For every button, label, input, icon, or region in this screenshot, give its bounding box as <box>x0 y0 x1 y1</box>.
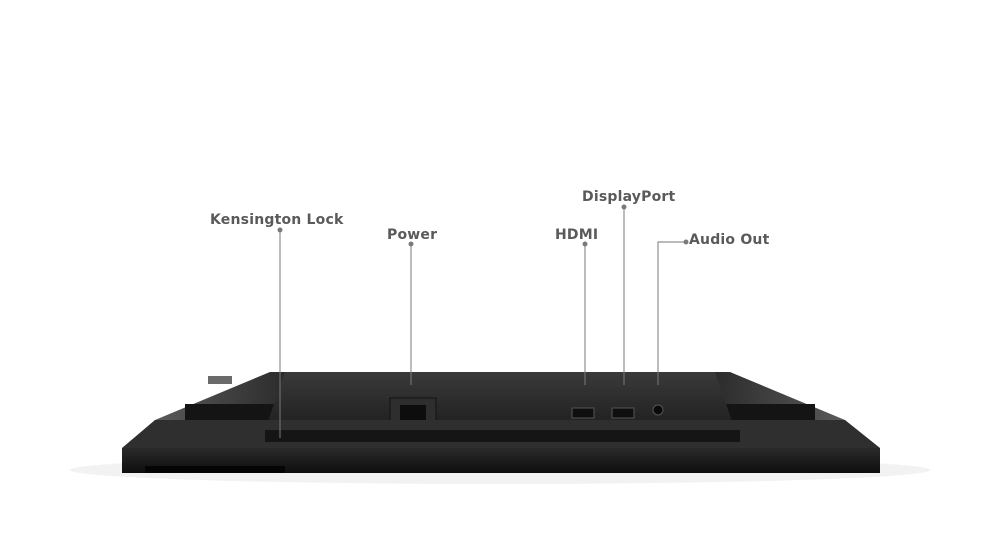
power-label: Power <box>387 227 438 243</box>
label-plate <box>208 376 232 384</box>
hdmi-label: HDMI <box>555 227 599 243</box>
audio-jack <box>652 404 664 416</box>
feet <box>145 466 285 473</box>
hdmi-port <box>571 407 595 419</box>
right-vent <box>725 404 815 420</box>
audio-leader <box>657 241 686 385</box>
displayport-leader-dot <box>621 204 627 210</box>
kensington-lock-label: Kensington Lock <box>210 212 344 228</box>
displayport-label: DisplayPort <box>582 189 676 205</box>
hdmi-leader-dot <box>582 241 588 247</box>
audio-leader-dot <box>683 239 689 245</box>
displayport-port <box>611 407 635 419</box>
audio-out-label: Audio Out <box>689 232 770 248</box>
rail <box>265 430 740 442</box>
kensington-leader-dot <box>277 227 283 233</box>
left-vent <box>185 404 275 420</box>
power-leader-dot <box>408 241 414 247</box>
